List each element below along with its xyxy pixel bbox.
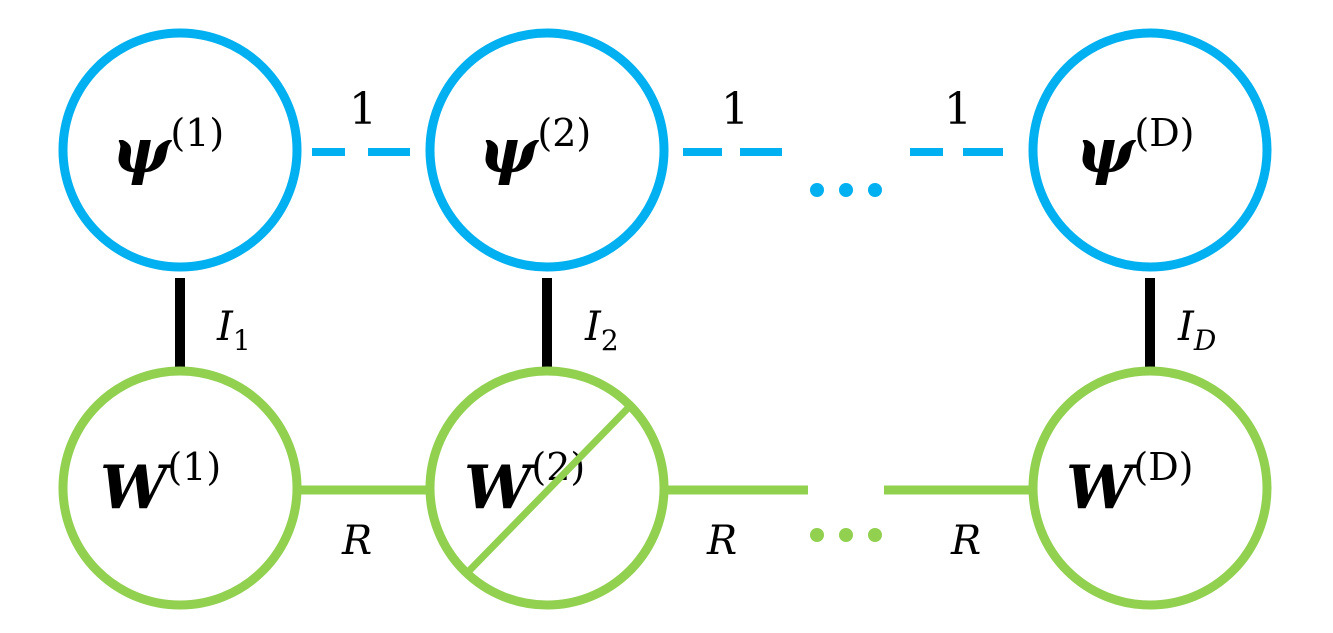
vertical-edge-label-2: I2 bbox=[584, 304, 619, 357]
psi-circle bbox=[425, 28, 669, 272]
ellipsis-dot bbox=[810, 183, 824, 197]
w-edge-label-2: R bbox=[706, 518, 737, 564]
psi-node-label-2: ψ(2) bbox=[479, 111, 591, 187]
w-node-1: W(1) bbox=[58, 366, 302, 610]
w-circle bbox=[1028, 366, 1272, 610]
w-node-label-3: W(D) bbox=[1066, 445, 1194, 523]
crossed-out-slash bbox=[464, 402, 634, 576]
psi-edge-label-2: 1 bbox=[721, 84, 749, 135]
psi-ellipsis bbox=[810, 183, 882, 197]
psi-node-label-3: ψ(D) bbox=[1076, 111, 1195, 187]
psi-circle bbox=[1028, 28, 1272, 272]
psi-node-2: ψ(2) bbox=[425, 28, 669, 272]
ellipsis-dot bbox=[868, 183, 882, 197]
w-node-2: W(2) bbox=[425, 366, 669, 610]
psi-node-3: ψ(D) bbox=[1028, 28, 1272, 272]
w-edge-label-3: R bbox=[950, 518, 981, 564]
psi-node-label-1: ψ(1) bbox=[112, 111, 224, 187]
psi-edge-label-3: 1 bbox=[944, 84, 972, 135]
w-node-3: W(D) bbox=[1028, 366, 1272, 610]
ellipsis-dot bbox=[868, 528, 882, 542]
w-edge-label-1: R bbox=[341, 518, 372, 564]
w-ellipsis bbox=[810, 528, 882, 542]
w-circle bbox=[58, 366, 302, 610]
psi-edge-label-1: 1 bbox=[349, 84, 377, 135]
w-node-label-1: W(1) bbox=[100, 445, 221, 523]
psi-circle bbox=[58, 28, 302, 272]
vertical-edge-label-1: I1 bbox=[216, 304, 251, 357]
ellipsis-dot bbox=[839, 183, 853, 197]
ellipsis-dot bbox=[810, 528, 824, 542]
psi-node-1: ψ(1) bbox=[58, 28, 302, 272]
vertical-edge-label-3: ID bbox=[1177, 304, 1216, 357]
ellipsis-dot bbox=[839, 528, 853, 542]
